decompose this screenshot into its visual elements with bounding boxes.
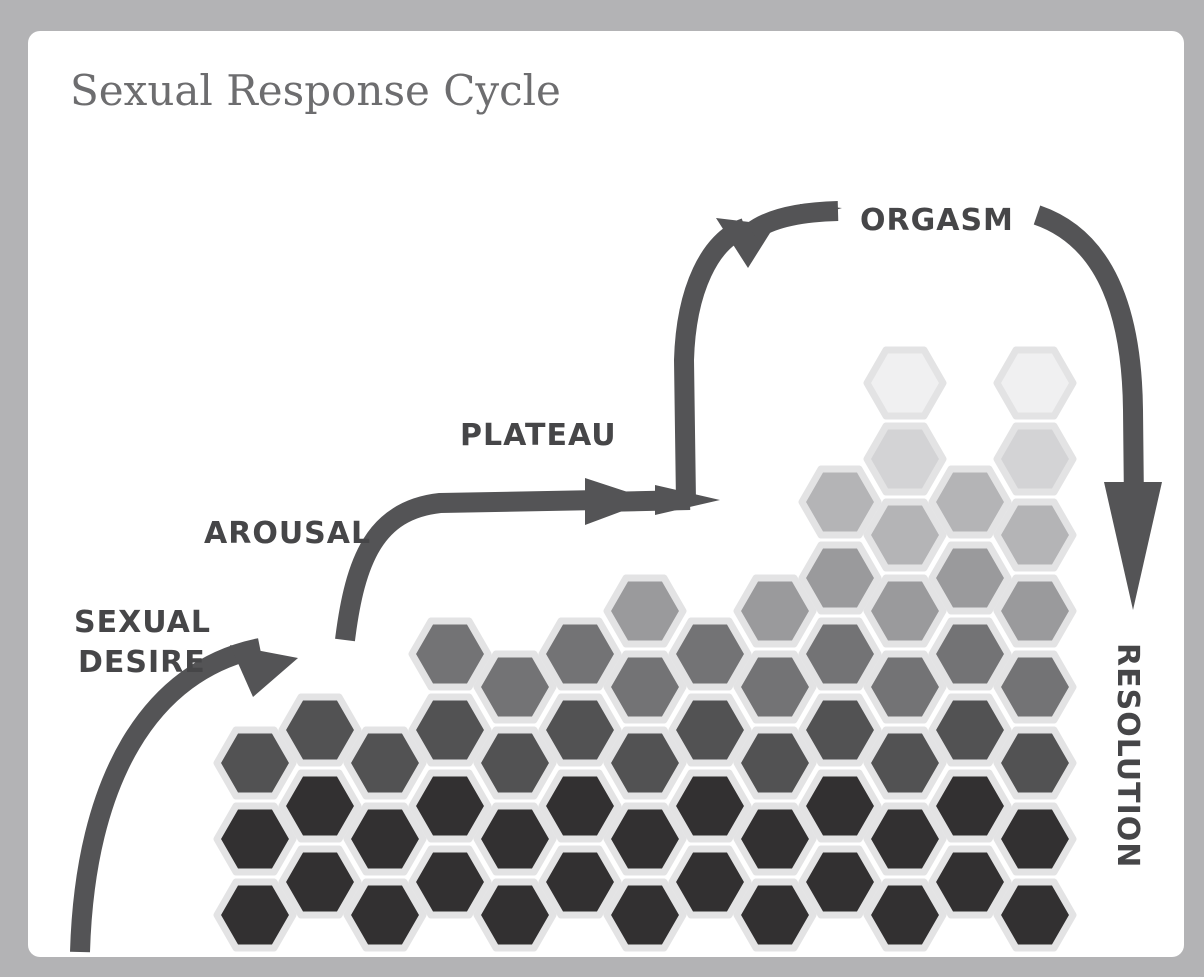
hexagon-cell [993, 346, 1077, 420]
label-resolution: RESOLUTION [1110, 643, 1145, 868]
hexagon-cell [473, 726, 557, 800]
hexagon-cell [863, 802, 947, 876]
hexagon-cell [213, 878, 297, 952]
hexagon-cell [993, 878, 1077, 952]
hexagon-cell [538, 617, 622, 691]
label-orgasm: ORGASM [860, 203, 1014, 238]
hexagon-cell [213, 726, 297, 800]
desire-arrow [70, 638, 298, 953]
hexagon-cell [798, 541, 882, 615]
climb-arrow [673, 218, 775, 503]
hexagon-cell [863, 498, 947, 572]
hexagon-cell [993, 498, 1077, 572]
hexagon-cell [213, 802, 297, 876]
hexagon-cell [863, 574, 947, 648]
hexagon-cell [993, 726, 1077, 800]
hexagon-cell [473, 650, 557, 724]
hexagon-cell [408, 693, 492, 767]
hexagon-cell [668, 693, 752, 767]
hexagon-cell [473, 878, 557, 952]
hexagon-cell [798, 769, 882, 843]
hexagon-cell [473, 802, 557, 876]
hexagon-cell [863, 878, 947, 952]
hexagon-cell [603, 802, 687, 876]
hexagon-cell [733, 878, 817, 952]
label-sexual: SEXUAL [74, 605, 211, 640]
resolution-arrow [1033, 205, 1162, 610]
hexagon-cell [928, 769, 1012, 843]
hexagon-cell [733, 802, 817, 876]
hexagon-cell [278, 693, 362, 767]
hexagon-cell [603, 878, 687, 952]
hexagon-cell [993, 650, 1077, 724]
hexagon-cell [798, 845, 882, 919]
hexagon-cell [343, 878, 427, 952]
hexagon-cell [278, 845, 362, 919]
hexagon-cell [928, 541, 1012, 615]
hexagon-cell [538, 845, 622, 919]
label-arousal: AROUSAL [204, 516, 371, 551]
hexagon-cell [928, 465, 1012, 539]
label-plateau: PLATEAU [460, 418, 617, 453]
hexagon-cell [408, 845, 492, 919]
hexagon-cell [928, 693, 1012, 767]
hexagon-cell [993, 574, 1077, 648]
hexagon-cell [798, 617, 882, 691]
label-desire: DESIRE [78, 645, 206, 680]
hexagon-cell [538, 769, 622, 843]
hexagon-cell [408, 769, 492, 843]
hexagon-cell [603, 574, 687, 648]
hexagon-cell [928, 845, 1012, 919]
hexagon-cell [408, 617, 492, 691]
hexagon-cell [798, 465, 882, 539]
hexagon-cell [928, 617, 1012, 691]
hexagon-cell [343, 802, 427, 876]
cycle-arrows [70, 201, 1162, 953]
hexagon-cell [993, 422, 1077, 496]
hexagon-cell [668, 845, 752, 919]
diagram-title: Sexual Response Cycle [70, 66, 561, 115]
hexagon-cell [733, 650, 817, 724]
peak-arrow [745, 201, 842, 241]
hexagon-cell [603, 726, 687, 800]
hexagon-stack [213, 346, 1077, 952]
hexagon-cell [538, 693, 622, 767]
hexagon-cell [603, 650, 687, 724]
hexagon-cell [733, 726, 817, 800]
hexagon-cell [343, 726, 427, 800]
hexagon-cell [993, 802, 1077, 876]
hexagon-cell [863, 650, 947, 724]
hexagon-cell [863, 422, 947, 496]
hexagon-cell [798, 693, 882, 767]
hexagon-cell [668, 769, 752, 843]
hexagon-cell [863, 346, 947, 420]
hexagon-cell [278, 769, 362, 843]
hexagon-cell [668, 617, 752, 691]
hexagon-cell [863, 726, 947, 800]
hexagon-cell [733, 574, 817, 648]
